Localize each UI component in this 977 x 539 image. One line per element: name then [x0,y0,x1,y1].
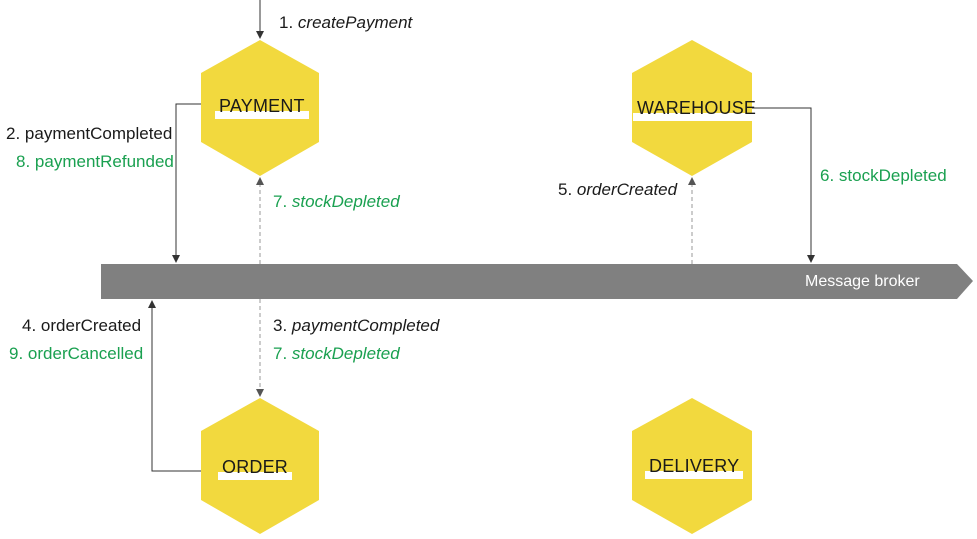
order-hexagon [201,398,319,534]
event-payment-completed-to-order: 3. paymentCompleted [273,316,440,335]
event-payment-refunded-out: 8. paymentRefunded [16,152,174,171]
warehouse-to-broker-arrow [752,107,815,263]
order-node-label: ORDER [218,457,293,480]
message-broker-bar [101,264,973,299]
delivery-node-label: DELIVERY [645,456,744,479]
payment-hexagon [201,40,319,176]
event-order-cancelled-out: 9. orderCancelled [9,344,144,363]
event-stock-depleted-to-payment: 7. stockDepleted [273,192,400,211]
event-order-created-out: 4. orderCreated [22,316,142,335]
event-stock-depleted-to-order: 7. stockDepleted [273,344,400,363]
event-payment-completed-out: 2. paymentCompleted [6,124,173,143]
payment-to-broker-arrow [172,103,201,263]
message-broker-label: Message broker [805,273,920,290]
event-create-payment: 1. createPayment [279,13,413,32]
warehouse-hexagon [632,40,752,176]
event-order-created-to-warehouse: 5. orderCreated [558,180,678,199]
order-to-broker-arrow [148,300,201,472]
payment-node-label: PAYMENT [215,96,309,119]
event-stock-depleted-out: 6. stockDepleted [820,166,947,185]
warehouse-node-label: WAREHOUSE [633,98,761,121]
delivery-hexagon [632,398,752,534]
